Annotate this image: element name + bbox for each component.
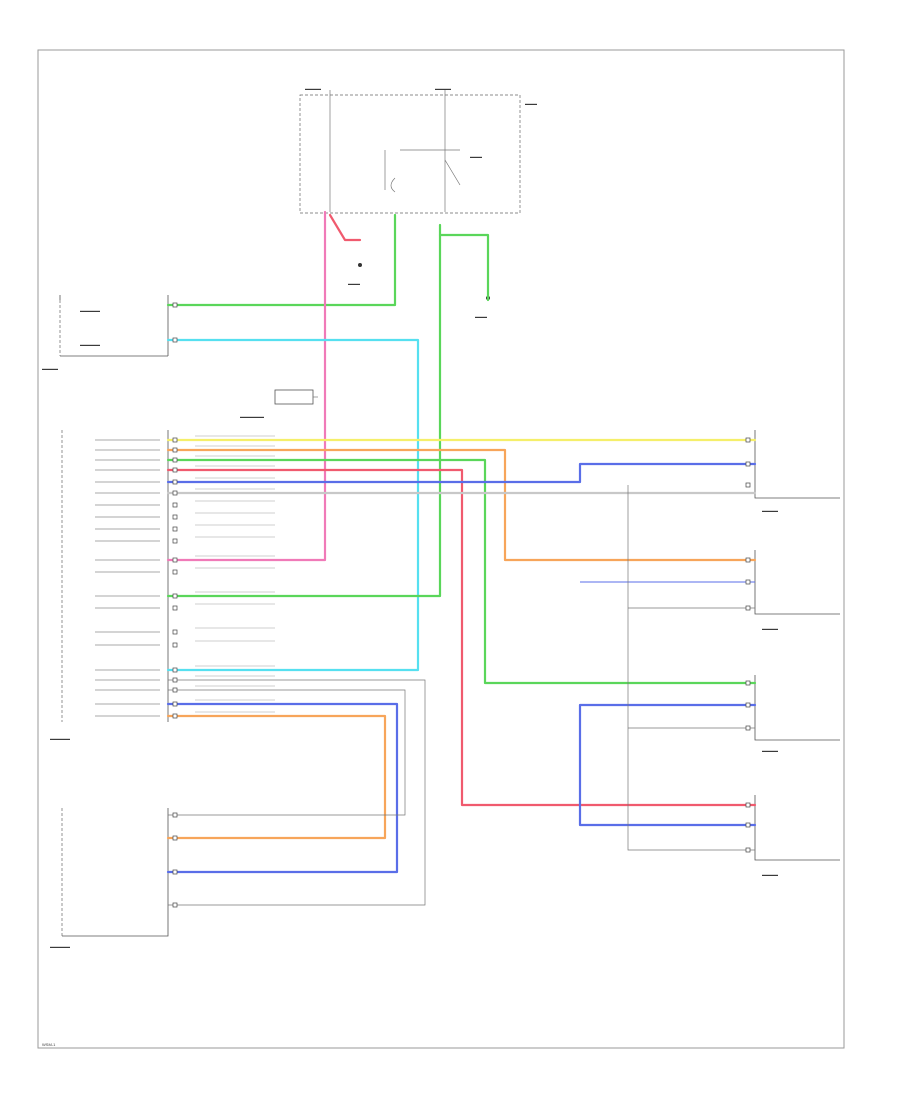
page-frame	[37, 49, 845, 1049]
svg-text:▬▬▬▬: ▬▬▬▬	[762, 872, 778, 877]
sensor-pin	[745, 847, 751, 853]
hot-at-all-times-label: ▬▬▬▬	[305, 86, 321, 91]
module-pin	[172, 605, 178, 611]
svg-text:▬▬▬▬: ▬▬▬▬	[42, 366, 58, 371]
wire-orange-left-sounder	[166, 714, 387, 840]
svg-text:▬▬▬▬▬: ▬▬▬▬▬	[80, 342, 100, 347]
svg-text:▬▬▬▬: ▬▬▬▬	[762, 626, 778, 631]
connector-pin	[172, 902, 178, 908]
module-pin	[172, 467, 178, 473]
rear-object-sensor: ▬▬▬▬▬	[50, 808, 169, 949]
sensor-left-rear-middle: ▬▬▬▬	[754, 550, 840, 631]
park-assist-pins	[172, 302, 178, 908]
module-pin	[172, 557, 178, 563]
body-control-module: ▬▬▬▬▬ ▬▬▬▬▬ ▬▬▬▬	[42, 295, 169, 371]
module-pin	[172, 538, 178, 544]
sensor-pins	[745, 437, 751, 853]
sensor-left-rear-corner: ▬▬▬▬	[754, 430, 840, 513]
svg-text:▬▬▬: ▬▬▬	[348, 281, 360, 286]
svg-text:▬▬▬▬: ▬▬▬▬	[762, 748, 778, 753]
module-pin	[172, 701, 178, 707]
wire-blue-supply-branch	[578, 703, 757, 827]
module-pin	[172, 642, 178, 648]
wire-blue-supply-voltage	[166, 462, 757, 484]
sensor-pin	[745, 437, 751, 443]
sensor-pin	[745, 822, 751, 828]
connector-pin	[172, 835, 178, 841]
park-assist-pin-labels	[95, 435, 275, 717]
module-pin	[172, 629, 178, 635]
module-pin	[172, 479, 178, 485]
relay-label: ▬▬▬	[470, 154, 482, 159]
module-pin	[172, 569, 178, 575]
sensor-pin	[745, 725, 751, 731]
sensor-pin	[745, 557, 751, 563]
svg-text:▬▬▬▬▬: ▬▬▬▬▬	[50, 736, 70, 741]
module-pin	[172, 526, 178, 532]
sensor-right-rear-corner: ▬▬▬▬	[754, 795, 840, 877]
module-pin	[172, 677, 178, 683]
svg-text:▬▬▬▬▬▬: ▬▬▬▬▬▬	[240, 414, 264, 419]
wire-red-sensor-signal	[166, 468, 757, 807]
ground-symbols: ▬▬▬ ▬▬▬	[348, 263, 490, 319]
module-pin	[172, 593, 178, 599]
wire-green-relay	[166, 213, 397, 307]
sensor-pin	[745, 802, 751, 808]
module-pin	[172, 437, 178, 443]
sensor-pin	[745, 605, 751, 611]
wire-cyan-serial-data	[166, 338, 420, 672]
module-pin	[172, 502, 178, 508]
module-pin	[172, 447, 178, 453]
sensor-right-rear-middle: ▬▬▬▬	[754, 675, 840, 753]
connector-pin	[172, 337, 178, 343]
svg-text:▬▬▬▬: ▬▬▬▬	[762, 508, 778, 513]
svg-text:▬▬▬▬▬: ▬▬▬▬▬	[50, 944, 70, 949]
sensor-pin	[745, 702, 751, 708]
svg-text:▬▬▬: ▬▬▬	[475, 314, 487, 319]
wire-green-branch	[438, 233, 490, 302]
fuse-block-label: ▬▬▬	[525, 101, 537, 106]
wire-pink-ignition	[166, 210, 327, 562]
park-assist-module: ▬▬▬▬▬	[50, 430, 169, 741]
connector-pin	[172, 812, 178, 818]
wire-blue-center-sounder	[166, 702, 399, 874]
svg-text:▬▬▬▬▬: ▬▬▬▬▬	[80, 308, 100, 313]
hot-in-run-label: ▬▬▬▬	[435, 86, 451, 91]
connector-pin	[172, 302, 178, 308]
sensor-pin	[745, 680, 751, 686]
module-pin	[172, 490, 178, 496]
wire-green-sensor-signal	[166, 458, 757, 685]
wire-green-accessory	[166, 223, 442, 598]
sensor-pin	[745, 579, 751, 585]
module-pin	[172, 687, 178, 693]
module-pin	[172, 667, 178, 673]
sensor-pin	[745, 482, 751, 488]
module-pin	[172, 713, 178, 719]
wire-orange-sensor-signal	[166, 448, 757, 562]
wire-red-top	[328, 213, 362, 242]
module-pin	[172, 457, 178, 463]
diagram-code: WSM-1	[42, 1042, 56, 1047]
connector-pin	[172, 869, 178, 875]
fuse-relay-block: ▬▬▬▬ ▬▬▬▬ ▬▬▬ ▬▬▬	[299, 86, 537, 214]
module-pin	[172, 514, 178, 520]
park-assist-switch: ▬▬▬▬▬▬	[240, 389, 318, 419]
sensor-pin	[745, 461, 751, 467]
